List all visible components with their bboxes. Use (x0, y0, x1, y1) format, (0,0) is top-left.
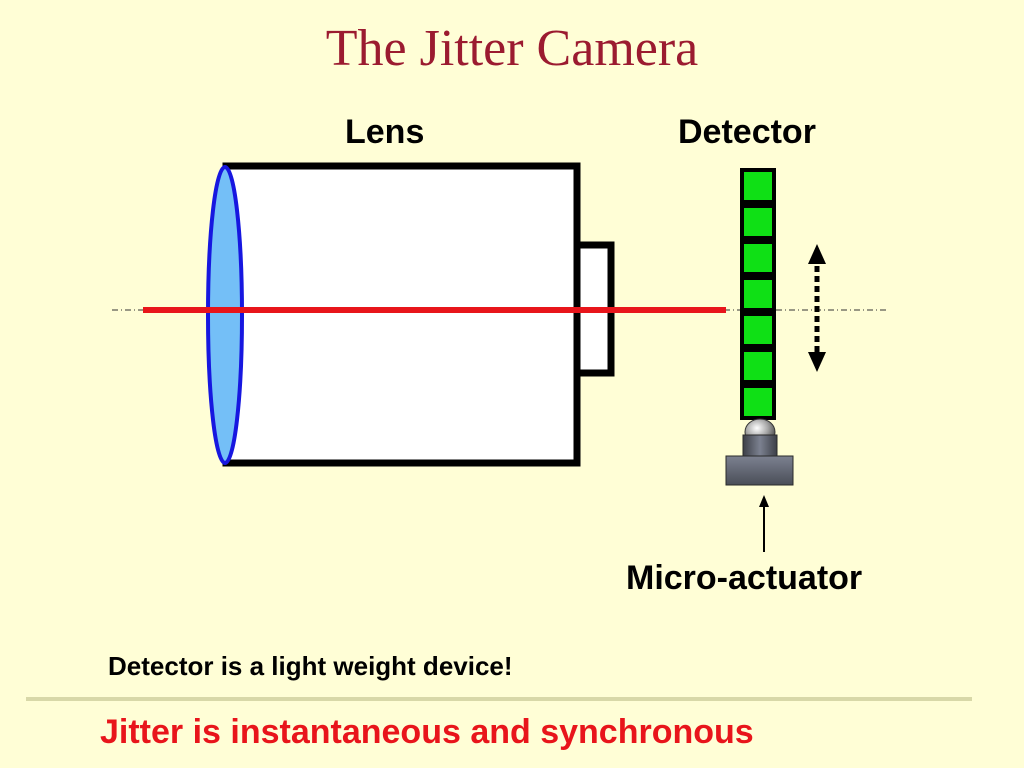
micro-actuator (725, 418, 794, 486)
detector-note: Detector is a light weight device! (108, 651, 513, 681)
actuator-base (725, 455, 794, 486)
footer-statement: Jitter is instantaneous and synchronous (100, 713, 754, 751)
detector-sensor (740, 168, 776, 420)
jitter-arrow-head-up (808, 244, 826, 264)
detector-cell (744, 208, 772, 236)
lens-label: Lens (345, 113, 425, 151)
detector-cell (744, 280, 772, 308)
detector-cell (744, 388, 772, 416)
actuator-pointer-head (759, 495, 769, 507)
lens (206, 165, 244, 465)
detector-label: Detector (678, 113, 816, 151)
jitter-arrow (808, 244, 826, 372)
camera-body (222, 162, 581, 467)
detector-cell (744, 352, 772, 380)
divider-line (26, 697, 972, 701)
detector-cell (744, 316, 772, 344)
detector-cell (744, 244, 772, 272)
jitter-arrow-head-down (808, 352, 826, 372)
detector-cell (744, 172, 772, 200)
actuator-pointer-arrow (759, 495, 769, 552)
micro-actuator-label: Micro-actuator (626, 559, 863, 597)
actuator-post (742, 434, 778, 458)
slide-title: The Jitter Camera (325, 20, 699, 77)
